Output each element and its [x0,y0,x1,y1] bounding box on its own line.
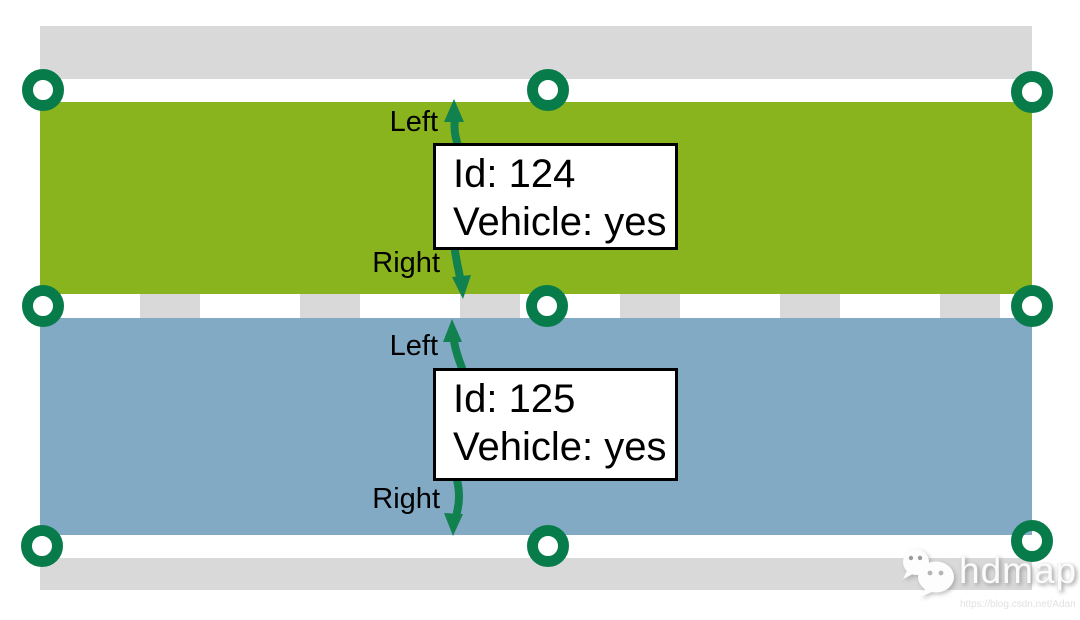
boundary-point-marker [526,285,568,327]
boundary-point-marker [527,525,569,567]
wechat-icon [903,549,954,597]
watermark-url: https://blog.csdn.net/AdamShan [960,599,1075,610]
lane-124-id: Id: 124 [453,152,576,196]
lane-125-left-label: Left [389,330,438,362]
boundary-point-marker [1011,520,1053,562]
lane-125-vehicle: Vehicle: yes [453,425,667,469]
boundary-point-marker [527,69,569,111]
lane-125-right-label: Right [372,483,440,515]
lane-124-info-box: Id: 124 Vehicle: yes [433,143,678,250]
lane-125-info-box: Id: 125 Vehicle: yes [433,368,678,481]
lane-124-right-label: Right [372,247,440,279]
watermark-brand: hdmap [959,550,1078,591]
lane-124-vehicle: Vehicle: yes [453,200,667,244]
lane-125-id: Id: 125 [453,377,576,421]
boundary-point-marker [22,69,64,111]
boundary-point-marker [1011,285,1053,327]
boundary-point-marker [21,525,63,567]
lane-124-left-label: Left [389,106,438,138]
boundary-point-marker [1011,71,1053,113]
road-shoulder-top [40,26,1032,79]
boundary-point-marker [22,285,64,327]
